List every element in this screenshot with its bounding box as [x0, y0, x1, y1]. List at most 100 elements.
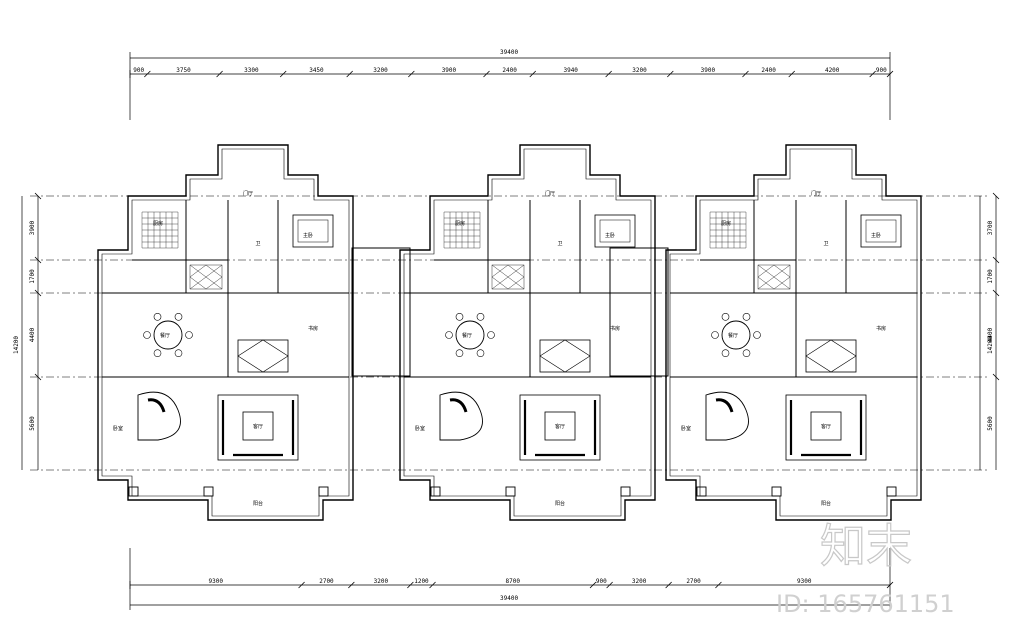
dining-table	[455, 320, 485, 350]
left-total-dimension: 14200	[13, 336, 20, 354]
dining-chair	[455, 313, 464, 321]
right-dim-label: 1700	[987, 269, 994, 284]
room-label: 餐厅	[728, 332, 738, 339]
bed	[594, 214, 636, 248]
room-label: 客厅	[821, 423, 831, 430]
top-dim-label: 900	[876, 67, 887, 74]
column	[505, 486, 516, 497]
unit-outer-wall	[97, 144, 354, 521]
bottom-dim-tick	[298, 581, 305, 589]
column	[771, 486, 782, 497]
top-dim-tick	[529, 70, 537, 78]
right-dim-label: 5600	[987, 416, 994, 431]
bottom-dim-tick	[589, 581, 597, 589]
unit-outer-wall	[665, 144, 922, 521]
bed-mattress	[297, 219, 329, 243]
room-label: 书房	[610, 325, 620, 332]
top-dim-label: 3750	[176, 67, 191, 74]
entry-panel-diamond	[237, 339, 289, 373]
top-dim-label: 3450	[309, 67, 324, 74]
left-dim-label: 1700	[29, 269, 36, 284]
unit-inner-wall	[101, 148, 350, 517]
room-label: 阳台	[555, 500, 565, 507]
overall-dimension-top: 39400	[500, 49, 518, 56]
dining-chair	[185, 331, 193, 339]
unit-partitions	[404, 200, 651, 378]
room-label: 卧室	[415, 425, 425, 432]
bottom-dimension-chain	[129, 548, 891, 610]
grand-piano	[439, 391, 483, 441]
room-label: 书房	[308, 325, 318, 332]
top-dim-tick	[788, 70, 796, 78]
sofa	[523, 400, 597, 457]
bottom-dim-label: 9300	[209, 578, 224, 585]
dining-chair	[174, 349, 183, 357]
room-label: 餐厅	[462, 332, 472, 339]
room-label: 门厅	[545, 190, 555, 197]
column	[203, 486, 214, 497]
dining-chair	[721, 313, 730, 321]
dining-chair	[487, 331, 495, 339]
room-label: 客厅	[555, 423, 565, 430]
top-dim-tick	[742, 70, 749, 78]
coffee-table	[810, 411, 842, 441]
top-dim-tick	[869, 70, 876, 78]
dining-table	[153, 320, 183, 350]
dining-chair	[742, 349, 751, 357]
right-dim-label: 4400	[987, 327, 994, 342]
room-label: 主卧	[871, 232, 881, 239]
grand-piano	[705, 391, 749, 441]
top-dim-label: 3900	[701, 67, 716, 74]
unit-partitions	[670, 200, 917, 378]
left-dimension-chain	[21, 196, 39, 470]
column	[886, 486, 897, 497]
top-dim-label: 3940	[563, 67, 578, 74]
dining-chair	[143, 331, 151, 339]
bottom-dim-label: 3200	[374, 578, 389, 585]
unit-outer-wall	[399, 144, 656, 521]
kitchen-tile-grid	[443, 211, 481, 249]
room-label: 阳台	[253, 500, 263, 507]
top-dim-tick	[483, 70, 490, 78]
top-dim-tick	[279, 70, 287, 78]
room-label: 书房	[876, 325, 886, 332]
left-dim-label: 5600	[29, 416, 36, 431]
room-label: 主卧	[605, 232, 615, 239]
room-label: 卫	[823, 241, 828, 247]
entry-panel	[539, 339, 591, 373]
column	[620, 486, 631, 497]
right-dim-tick	[992, 256, 1000, 264]
dining-chair	[721, 349, 730, 357]
top-dim-label: 900	[133, 67, 144, 74]
room-label: 客厅	[253, 423, 263, 430]
bottom-dim-tick	[348, 581, 355, 589]
dining-chair	[445, 331, 453, 339]
bed	[292, 214, 334, 248]
right-dimension-chain	[979, 196, 997, 470]
unit-inner-wall	[669, 148, 918, 517]
bottom-dim-label: 900	[596, 578, 607, 585]
bed	[860, 214, 902, 248]
top-dim-tick	[886, 70, 894, 78]
entry-panel-diamond	[805, 339, 857, 373]
housing-units: 主卧卫餐厅客厅厨房书房卧室阳台门厅主卧卫餐厅客厅厨房书房卧室阳台门厅主卧卫餐厅客…	[97, 144, 922, 521]
dining-chair	[174, 313, 183, 321]
room-label: 厨房	[721, 220, 731, 227]
top-dim-label: 3200	[373, 67, 388, 74]
room-label: 门厅	[243, 190, 253, 197]
left-dim-label: 3900	[29, 220, 36, 235]
top-dim-label: 3300	[244, 67, 259, 74]
top-dim-tick	[408, 70, 415, 78]
dining-table	[721, 320, 751, 350]
bottom-dim-tick	[886, 581, 894, 589]
dining-chair	[153, 313, 162, 321]
room-label: 厨房	[455, 220, 465, 227]
living-rug	[519, 394, 601, 461]
bottom-dim-label: 9300	[797, 578, 812, 585]
bed-mattress	[599, 219, 631, 243]
room-label: 卫	[255, 241, 260, 247]
